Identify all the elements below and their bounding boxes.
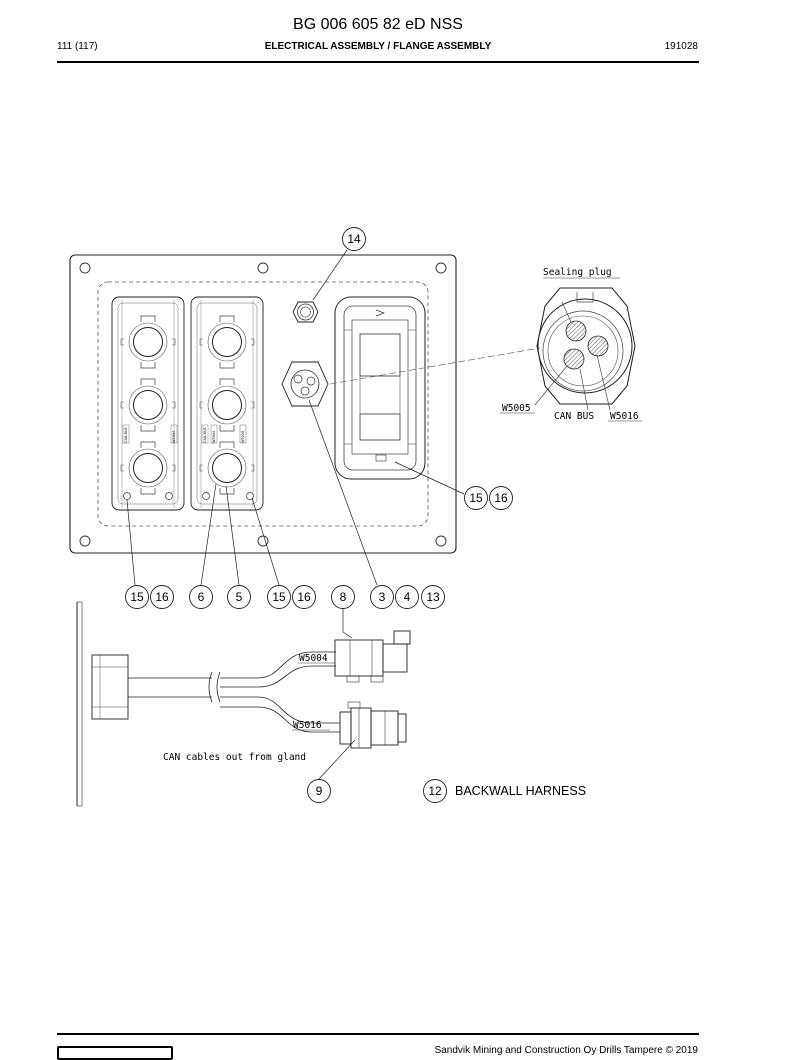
connector-marking-2: W5004 (172, 430, 176, 443)
backwall-harness-label: BACKWALL HARNESS (455, 784, 586, 798)
header-rule (57, 61, 699, 63)
balloon-5: 5 (236, 590, 243, 604)
balloon-12: 12 (428, 784, 442, 798)
w5016-plug-label: W5016 (610, 411, 639, 422)
balloon-8: 8 (340, 590, 347, 604)
section-title: ELECTRICAL ASSEMBLY / FLANGE ASSEMBLY (264, 41, 492, 52)
document-title: BG 006 605 82 eD NSS (293, 16, 463, 33)
page-number: 111 (117) (57, 41, 98, 52)
harness-detail: W5004 W5016 CAN cables out from gland (76, 601, 340, 807)
balloon-3: 3 (379, 590, 386, 604)
connector-marking-3: CAN-BUS (203, 426, 207, 443)
date-code: 191028 (664, 41, 698, 52)
rectangular-connector (334, 296, 426, 480)
sandvik-logo (57, 1046, 173, 1060)
balloon-13: 13 (426, 590, 440, 604)
balloon-15-left: 15 (130, 590, 144, 604)
can-cables-label: CAN cables out from gland (163, 752, 306, 763)
connector-marking-4: W5004 (212, 430, 216, 443)
balloon-16-right: 16 (494, 491, 508, 505)
connector-frame-middle: CAN-BUS W5004 W5016 (190, 296, 264, 511)
footer-rule (57, 1033, 699, 1035)
w5005-label: W5005 (502, 403, 531, 414)
connector-frame-left: CAN-BUS W5004 (111, 296, 185, 511)
sealing-plug-detail: Sealing plug W5005 CAN BUS W5016 (329, 267, 642, 422)
balloon-6: 6 (198, 590, 205, 604)
balloon-4: 4 (404, 590, 411, 604)
connector-marking-1: CAN-BUS (124, 426, 128, 443)
balloon-14: 14 (347, 232, 361, 246)
flange-plate (69, 254, 457, 554)
footer-copyright: Sandvik Mining and Construction Oy Drill… (434, 1045, 698, 1056)
connector-plug-8 (334, 630, 411, 683)
balloon-16-left: 16 (155, 590, 169, 604)
leader-lines (126, 249, 465, 780)
connector-plug-9 (339, 701, 407, 749)
balloon-16-middle: 16 (297, 590, 311, 604)
item-balloons: 14 15 16 15 16 6 5 15 16 8 3 4 13 9 12 B… (125, 227, 586, 803)
w5004-label: W5004 (299, 653, 328, 664)
balloon-9: 9 (316, 784, 323, 798)
connector-marking-5: W5016 (241, 431, 245, 443)
can-bus-label: CAN BUS (554, 411, 594, 422)
w5016-cable-label: W5016 (293, 720, 322, 731)
gland-nut (292, 301, 319, 323)
sealing-plug-label: Sealing plug (543, 267, 612, 278)
balloon-15-middle: 15 (272, 590, 286, 604)
balloon-15-right: 15 (469, 491, 483, 505)
cable-gland (281, 361, 329, 407)
